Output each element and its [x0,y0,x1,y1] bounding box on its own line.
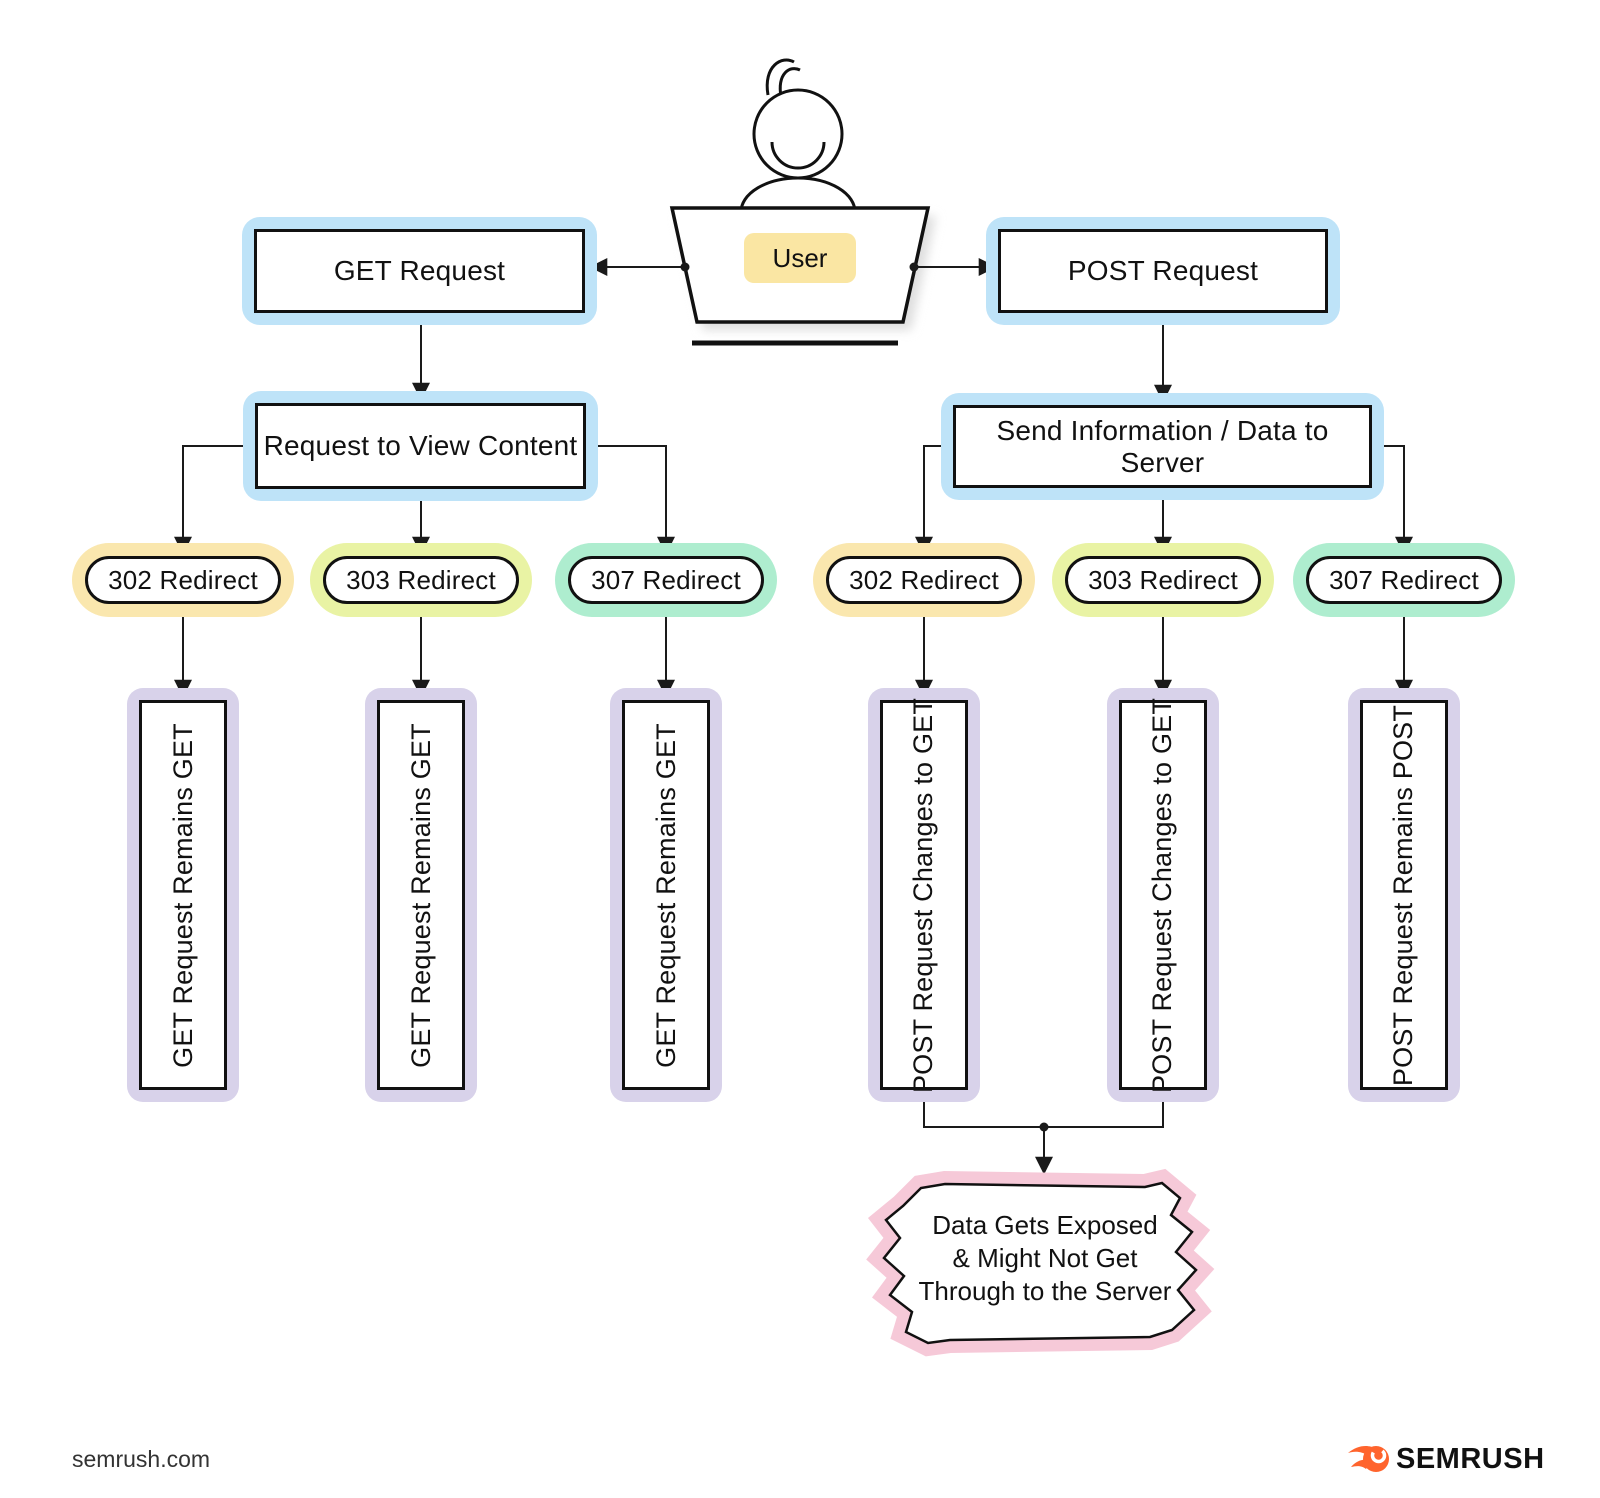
get-307-outcome-label: GET Request Remains GET [650,722,681,1068]
warning-line-1: Data Gets Exposed [932,1210,1158,1240]
post-303-redirect-pill: 303 Redirect [1065,556,1261,604]
source-site-text: semrush.com [72,1446,211,1472]
starburst-shape [866,1168,1215,1357]
post-307-outcome-box: POST Request Remains POST [1360,700,1448,1090]
get-307-outcome-box: GET Request Remains GET [622,700,710,1090]
get-302-outcome-box: GET Request Remains GET [139,700,227,1090]
get-connectors [174,258,685,698]
person-icon [739,58,857,213]
post-307-redirect-pill: 307 Redirect [1306,556,1502,604]
warning-line-3: Through to the Server [918,1276,1172,1306]
post-302-outcome-box: POST Request Changes to GET [880,697,968,1093]
get-request-node: GET Request [254,229,585,313]
get-302-redirect-pill: 302 Redirect [85,556,281,604]
post-303-outcome-label: POST Request Changes to GET [1147,697,1178,1093]
post-302-outcome-label: POST Request Changes to GET [908,697,939,1093]
get-303-outcome-label: GET Request Remains GET [405,722,436,1068]
post-request-node: POST Request [998,229,1328,313]
warning-line-2: & Might Not Get [952,1243,1138,1273]
get-307-redirect-pill: 307 Redirect [568,556,764,604]
get-303-outcome-box: GET Request Remains GET [377,700,465,1090]
user-label: User [744,233,856,283]
semrush-flame-icon [1348,1445,1389,1472]
send-information-node: Send Information / Data to Server [953,405,1372,488]
request-to-view-content-node: Request to View Content [255,403,586,489]
semrush-wordmark: SEMRUSH [1396,1442,1545,1475]
post-307-outcome-label: POST Request Remains POST [1388,704,1419,1086]
post-302-redirect-pill: 302 Redirect [826,556,1022,604]
get-303-redirect-pill: 303 Redirect [323,556,519,604]
get-302-outcome-label: GET Request Remains GET [167,722,198,1068]
semrush-logo: SEMRUSH [1348,1442,1545,1476]
post-303-outcome-box: POST Request Changes to GET [1119,697,1207,1093]
warning-burst-text: Data Gets Exposed & Might Not Get Throug… [885,1209,1205,1308]
